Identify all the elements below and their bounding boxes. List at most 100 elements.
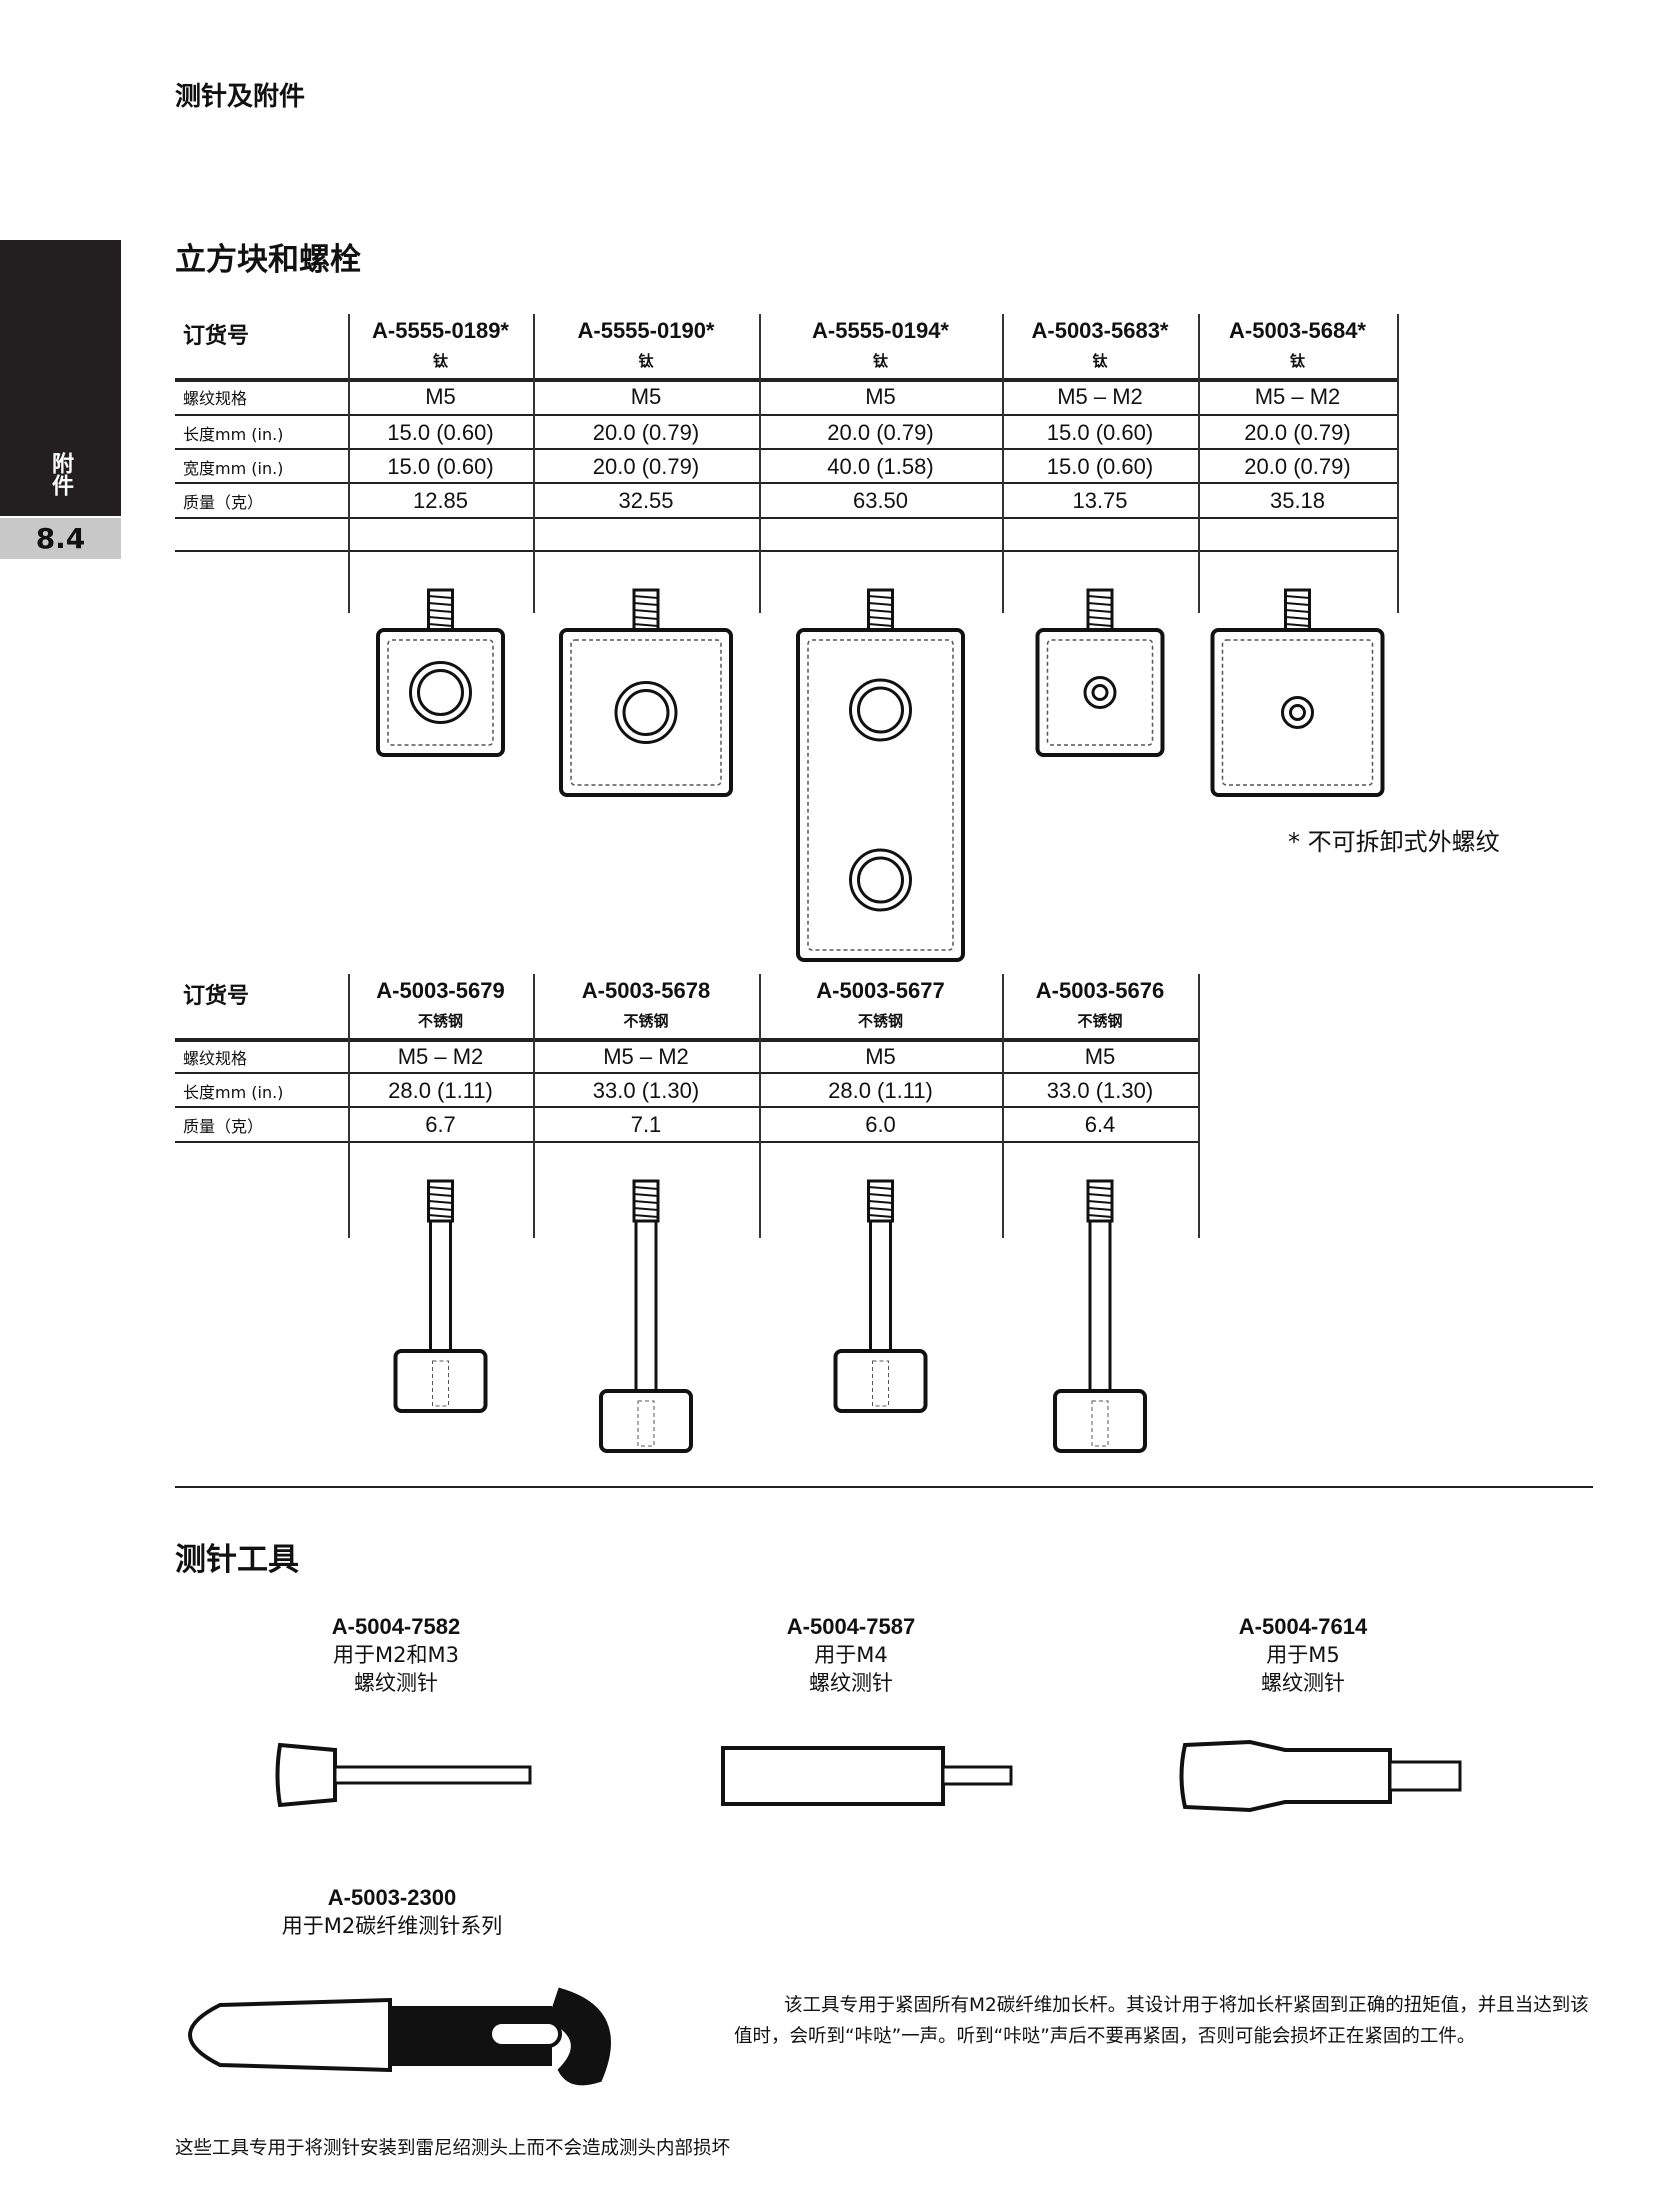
cell-thread: M5 — [865, 384, 896, 409]
part-number: A-5555-0189* — [372, 318, 509, 343]
sidebar-tab — [0, 240, 121, 516]
part-number: A-5003-5679 — [376, 978, 505, 1003]
column-divider — [348, 314, 350, 613]
tool-part: A-5004-7587 — [786, 1614, 916, 1639]
tool-desc: 螺纹测针 — [354, 1671, 438, 1695]
cell-width: 15.0 (0.60) — [1046, 454, 1154, 479]
cube-drawing — [1210, 588, 1385, 797]
cell-length: 28.0 (1.11) — [388, 1078, 493, 1103]
part-number: A-5003-5677 — [816, 978, 945, 1003]
row-label: 订货号 — [183, 324, 250, 349]
cell-thread: M5 — [630, 384, 662, 409]
part-number: A-5003-5676 — [1035, 978, 1165, 1003]
row-divider — [175, 517, 1397, 519]
column-divider — [533, 974, 535, 1238]
cell-width: 20.0 (0.79) — [592, 454, 700, 479]
cube-drawing — [559, 588, 733, 797]
column-divider — [1198, 974, 1200, 1238]
row-label: 长度mm (in.) — [183, 1083, 284, 1102]
part-number: A-5003-5683* — [1031, 318, 1169, 343]
cell-width: 40.0 (1.58) — [827, 454, 934, 479]
part-number: A-5003-5678 — [581, 978, 711, 1003]
cell-thread: M5 — [425, 384, 456, 409]
cell-mass: 12.85 — [412, 488, 469, 513]
part-number: A-5003-5684* — [1229, 318, 1366, 343]
cubes-title: 立方块和螺栓 — [175, 242, 361, 278]
column-divider — [1397, 314, 1399, 613]
cell-length: 28.0 (1.11) — [828, 1078, 933, 1103]
bolt-drawing — [833, 1179, 928, 1413]
cell-mass: 13.75 — [1072, 488, 1128, 513]
footnote: * 不可拆卸式外螺纹 — [1288, 828, 1500, 856]
cell-width: 15.0 (0.60) — [387, 454, 494, 479]
row-label: 螺纹规格 — [183, 389, 248, 408]
row-divider — [175, 550, 1397, 552]
sidebar-label: 附件 — [48, 452, 73, 496]
tools-title: 测针工具 — [175, 1542, 299, 1578]
tool-desc: 用于M2碳纤维测针系列 — [281, 1914, 503, 1938]
column-divider — [533, 314, 535, 613]
cell-thread: M5 – M2 — [1057, 384, 1143, 409]
sidebar-number: 8.4 — [0, 518, 121, 559]
cell-mass: 35.18 — [1269, 488, 1326, 513]
row-divider — [175, 1038, 1198, 1042]
material: 钛 — [432, 353, 448, 370]
row-divider — [175, 1072, 1198, 1074]
row-label: 宽度mm (in.) — [183, 459, 284, 478]
torque-tool-drawing — [188, 1987, 611, 2086]
cell-mass: 32.55 — [618, 488, 674, 513]
part-number: A-5555-0190* — [577, 318, 715, 343]
cell-mass: 6.7 — [425, 1112, 456, 1137]
material: 不锈钢 — [417, 1013, 463, 1030]
column-divider — [1002, 974, 1004, 1238]
row-label: 螺纹规格 — [183, 1049, 248, 1068]
cell-length: 33.0 (1.30) — [592, 1078, 700, 1103]
tool-desc: 螺纹测针 — [809, 1671, 893, 1695]
cell-mass: 63.50 — [852, 488, 909, 513]
cell-thread: M5 – M2 — [603, 1044, 689, 1069]
tool-desc: 用于M5 — [1266, 1643, 1340, 1667]
row-label: 订货号 — [183, 984, 250, 1009]
cell-mass: 6.4 — [1084, 1112, 1116, 1137]
cell-thread: M5 — [865, 1044, 896, 1069]
part-number: A-5555-0194* — [812, 318, 949, 343]
cell-length: 33.0 (1.30) — [1046, 1078, 1154, 1103]
cube-drawing — [796, 588, 965, 962]
row-divider — [175, 378, 1397, 382]
row-divider — [175, 448, 1397, 450]
tool-tip — [1388, 1760, 1462, 1792]
torque-paragraph: 该工具专用于紧固所有M2碳纤维加长杆。其设计用于将加长杆紧固到正确的扭矩值，并且… — [734, 1995, 1589, 2047]
material: 不锈钢 — [1077, 1013, 1123, 1030]
material: 钛 — [1092, 353, 1108, 370]
section-header: 测针及附件 — [175, 82, 306, 112]
cube-drawing — [376, 588, 505, 757]
column-divider — [348, 974, 350, 1238]
cell-thread: M5 – M2 — [397, 1044, 484, 1069]
tool-handle — [1179, 1739, 1392, 1813]
tool-handle — [721, 1746, 945, 1806]
cell-thread: M5 – M2 — [1254, 384, 1341, 409]
column-divider — [1198, 314, 1200, 613]
tool-item: A-5004-7614 用于M5 螺纹测针 — [1153, 1613, 1453, 1697]
bolt-drawing — [1053, 1179, 1147, 1453]
cell-length: 20.0 (0.79) — [1244, 420, 1351, 445]
tool-part: A-5004-7614 — [1238, 1614, 1368, 1639]
column-divider — [759, 974, 761, 1238]
material: 不锈钢 — [857, 1013, 903, 1030]
tool-drawings — [275, 1739, 1462, 1813]
tool-tip — [941, 1765, 1013, 1786]
material: 钛 — [638, 353, 654, 370]
bolt-drawing — [393, 1179, 488, 1413]
tool-desc: 用于M2和M3 — [333, 1643, 459, 1667]
cell-length: 20.0 (0.79) — [592, 420, 700, 445]
tool-tip — [333, 1765, 532, 1785]
cell-length: 15.0 (0.60) — [1046, 420, 1154, 445]
cube-drawing — [1035, 588, 1165, 757]
tool-part: A-5003-2300 — [327, 1885, 457, 1910]
material: 不锈钢 — [623, 1013, 669, 1030]
tool-desc: 螺纹测针 — [1261, 1671, 1345, 1695]
footer-note: 这些工具专用于将测针安装到雷尼绍测头上而不会造成测头内部损坏 — [175, 2138, 731, 2159]
